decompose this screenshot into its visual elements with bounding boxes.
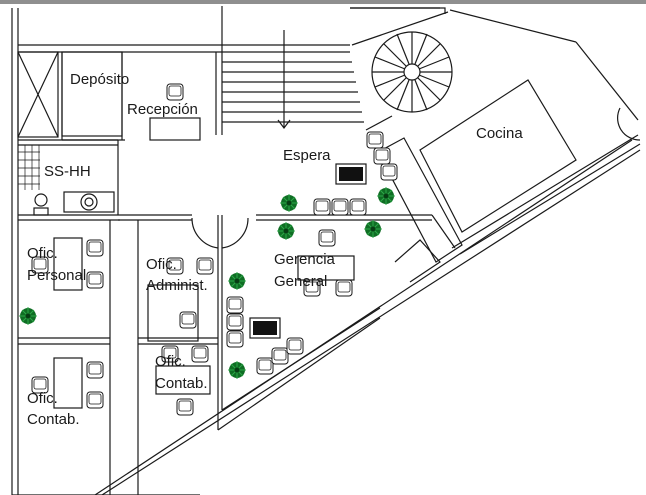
office-chair-icon xyxy=(86,271,104,289)
gerencia-side-chair-icon xyxy=(226,313,244,331)
waiting-chair-icon xyxy=(349,198,367,216)
label-ofic-personal-2: Personal xyxy=(27,267,86,284)
label-ofic-contab-left-1: Ofic. xyxy=(27,390,58,407)
gerencia-lounge-chair-icon xyxy=(256,357,274,375)
reception-chair-icon xyxy=(166,83,184,101)
label-ofic-contab-mid-2: Contab. xyxy=(155,375,208,392)
waiting-chair-icon xyxy=(366,131,384,149)
label-ofic-admin-2: Administ. xyxy=(146,277,208,294)
espera-monitor-icon xyxy=(335,163,367,185)
gerencia-chair-icon xyxy=(318,229,336,247)
plant-icon xyxy=(276,221,296,241)
label-ofic-personal-1: Ofic. xyxy=(27,245,58,262)
office-chair-icon xyxy=(86,361,104,379)
plant-icon xyxy=(279,193,299,213)
gerencia-lounge-chair-icon xyxy=(271,347,289,365)
plant-icon xyxy=(18,306,38,326)
label-deposito: Depósito xyxy=(70,71,129,88)
gerencia-lounge-chair-icon xyxy=(286,337,304,355)
office-chair-icon xyxy=(86,391,104,409)
office-chair-icon xyxy=(191,345,209,363)
plant-icon xyxy=(227,360,247,380)
label-gerencia-2: General xyxy=(274,273,327,290)
label-ofic-contab-mid-1: Ofic. xyxy=(155,353,186,370)
office-chair-icon xyxy=(176,398,194,416)
label-sshh: SS-HH xyxy=(44,163,91,180)
window-top-border xyxy=(0,0,646,4)
waiting-chair-icon xyxy=(380,163,398,181)
gerencia-desk xyxy=(297,255,355,281)
plant-icon xyxy=(227,271,247,291)
gerencia-side-chair-icon xyxy=(226,330,244,348)
label-gerencia-1: Gerencia xyxy=(274,251,336,268)
plant-icon xyxy=(376,186,396,206)
label-ofic-contab-left-2: Contab. xyxy=(27,411,80,428)
office-chair-icon xyxy=(86,239,104,257)
office-chair-icon xyxy=(179,311,197,329)
gerencia-monitor-icon xyxy=(249,317,281,339)
label-espera: Espera xyxy=(283,147,331,164)
waiting-chair-icon xyxy=(331,198,349,216)
gerencia-chair-icon xyxy=(335,279,353,297)
waiting-chair-icon xyxy=(313,198,331,216)
label-cocina: Cocina xyxy=(476,125,523,142)
waiting-chair-icon xyxy=(373,147,391,165)
label-ofic-admin-1: Ofic. xyxy=(146,256,177,273)
office-chair-icon xyxy=(196,257,214,275)
plant-icon xyxy=(363,219,383,239)
label-recepcion: Recepción xyxy=(127,101,198,118)
gerencia-side-chair-icon xyxy=(226,296,244,314)
